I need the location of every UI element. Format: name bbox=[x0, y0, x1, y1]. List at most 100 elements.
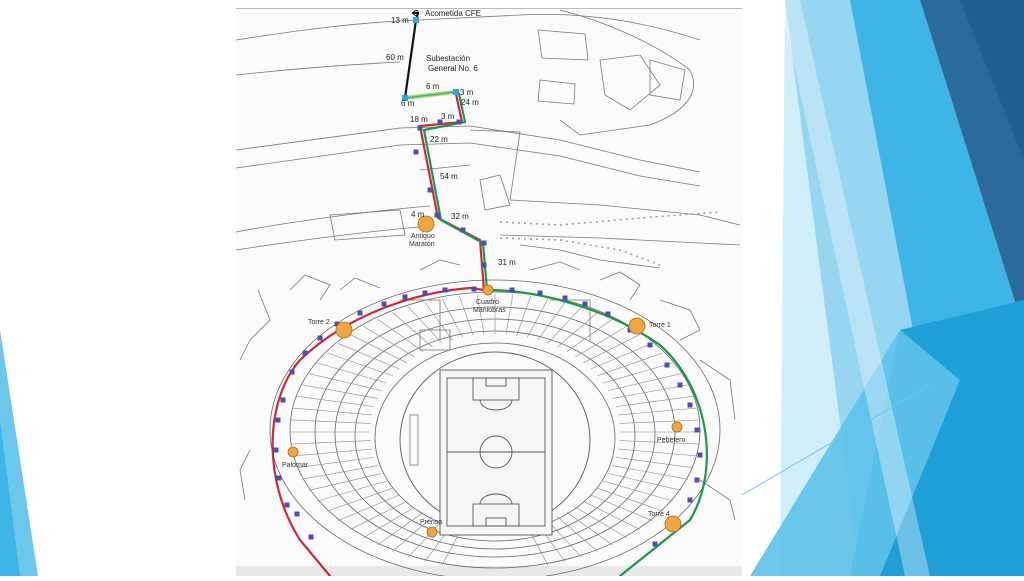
feeder-endpoints bbox=[402, 10, 459, 101]
cable-node bbox=[334, 321, 340, 327]
seating-spoke bbox=[537, 302, 566, 341]
seating-spoke bbox=[597, 487, 664, 512]
cable-node bbox=[471, 286, 477, 292]
seating-spoke bbox=[317, 362, 387, 384]
feeder-green bbox=[422, 92, 708, 578]
seating-spoke bbox=[583, 501, 641, 530]
pebetero-label: Pebetero bbox=[657, 437, 686, 444]
cable-node bbox=[427, 187, 433, 193]
cable-node bbox=[280, 397, 286, 403]
seating-spoke bbox=[612, 465, 688, 480]
antiguo-label-2: Maratón bbox=[409, 241, 435, 248]
distance-24m: 24 m bbox=[461, 98, 479, 107]
pole-points bbox=[287, 215, 683, 538]
torre-2-label: Torre 2 bbox=[308, 319, 330, 326]
cable-node bbox=[694, 477, 700, 483]
left-decoration bbox=[0, 330, 38, 576]
cable-node bbox=[289, 369, 295, 375]
seating-spoke bbox=[408, 306, 443, 344]
seating-spoke bbox=[566, 512, 613, 546]
seating-spoke bbox=[309, 473, 382, 491]
distance-54m: 54 m bbox=[440, 172, 458, 181]
antiguo-label-1: Antiguo bbox=[411, 233, 435, 240]
subestacion-label-1: Subestación bbox=[426, 54, 470, 63]
seating-spoke bbox=[337, 343, 400, 370]
seating-spoke bbox=[326, 352, 393, 377]
seating-spoke bbox=[293, 407, 372, 416]
seating-spoke bbox=[619, 419, 700, 424]
seating-spoke bbox=[608, 373, 681, 391]
seating-spoke bbox=[392, 312, 433, 348]
distance-13m: 13 m bbox=[391, 16, 409, 25]
acometida-label: Acometida CFE bbox=[425, 9, 481, 18]
cuadro-label-2: Maniobras bbox=[473, 307, 506, 314]
cable-node bbox=[417, 125, 423, 131]
seating-spoke bbox=[296, 395, 375, 407]
subestacion-label-2: General No. 6 bbox=[428, 64, 478, 73]
distance-31m: 31 m bbox=[498, 258, 516, 267]
fence-lines bbox=[499, 211, 721, 266]
cable-node bbox=[308, 534, 314, 540]
cable-node bbox=[284, 502, 290, 508]
cable-node bbox=[481, 240, 487, 246]
cable-node bbox=[434, 212, 440, 218]
distance-6m-bottom: 6 m bbox=[401, 99, 415, 108]
seating-spoke bbox=[590, 343, 653, 370]
seating-spoke bbox=[392, 516, 433, 552]
torre-1-point bbox=[628, 317, 646, 335]
seating-spoke bbox=[363, 326, 415, 358]
prensa-label: Prensa bbox=[420, 519, 442, 526]
cable-node bbox=[294, 511, 300, 517]
distance-3m-mid: 3 m bbox=[441, 112, 455, 121]
cable-node bbox=[605, 311, 611, 317]
seating-spoke bbox=[590, 494, 653, 521]
cable-node bbox=[456, 119, 462, 125]
cable-node bbox=[687, 402, 693, 408]
distance-32m: 32 m bbox=[451, 212, 469, 221]
seating-spoke bbox=[349, 501, 407, 530]
distance-60m: 60 m bbox=[386, 53, 404, 62]
seating-spoke bbox=[557, 312, 598, 348]
cable-node bbox=[481, 262, 487, 268]
seating-spoke bbox=[377, 318, 424, 352]
cable-node bbox=[273, 447, 279, 453]
seating-spoke bbox=[441, 298, 463, 338]
distance-4m: 4 m bbox=[411, 210, 425, 219]
cable-node bbox=[460, 227, 466, 233]
seating-spoke bbox=[618, 407, 697, 416]
stadium-diagram: Acometida CFE Subestación General No. 6 … bbox=[235, 8, 742, 581]
seating-spoke bbox=[326, 487, 393, 512]
seating-spoke bbox=[317, 480, 387, 502]
torre-1-label: Torre 1 bbox=[649, 322, 671, 329]
cable-node bbox=[437, 119, 443, 125]
cable-node bbox=[317, 335, 323, 341]
seating-spoke bbox=[377, 512, 424, 546]
cable-node bbox=[357, 310, 363, 316]
cable-node bbox=[562, 295, 568, 301]
seating-spoke bbox=[296, 457, 375, 469]
cable-node bbox=[509, 287, 515, 293]
seating-spoke bbox=[603, 480, 673, 502]
cuadro-label-1: Cuadro bbox=[476, 299, 499, 306]
seating-sections bbox=[290, 294, 700, 566]
seating-spoke bbox=[459, 295, 474, 336]
cable-node bbox=[537, 290, 543, 296]
seating-spoke bbox=[547, 306, 582, 344]
distance-6m-top: 6 m bbox=[426, 82, 440, 91]
seating-spoke bbox=[424, 302, 453, 341]
torre-4-point bbox=[664, 515, 682, 533]
cable-node bbox=[582, 301, 588, 307]
cable-node bbox=[677, 382, 683, 388]
seating-spoke bbox=[293, 448, 372, 457]
cable-node bbox=[664, 362, 670, 368]
cable-node bbox=[442, 287, 448, 293]
seating-spoke bbox=[476, 294, 485, 335]
stadium-outer-structures bbox=[239, 259, 736, 521]
seating-spoke bbox=[516, 295, 531, 336]
cable-node bbox=[302, 350, 308, 356]
distance-22m: 22 m bbox=[430, 135, 448, 144]
seating-spoke bbox=[349, 334, 407, 363]
seating-spoke bbox=[408, 520, 443, 558]
football-field bbox=[439, 369, 553, 536]
